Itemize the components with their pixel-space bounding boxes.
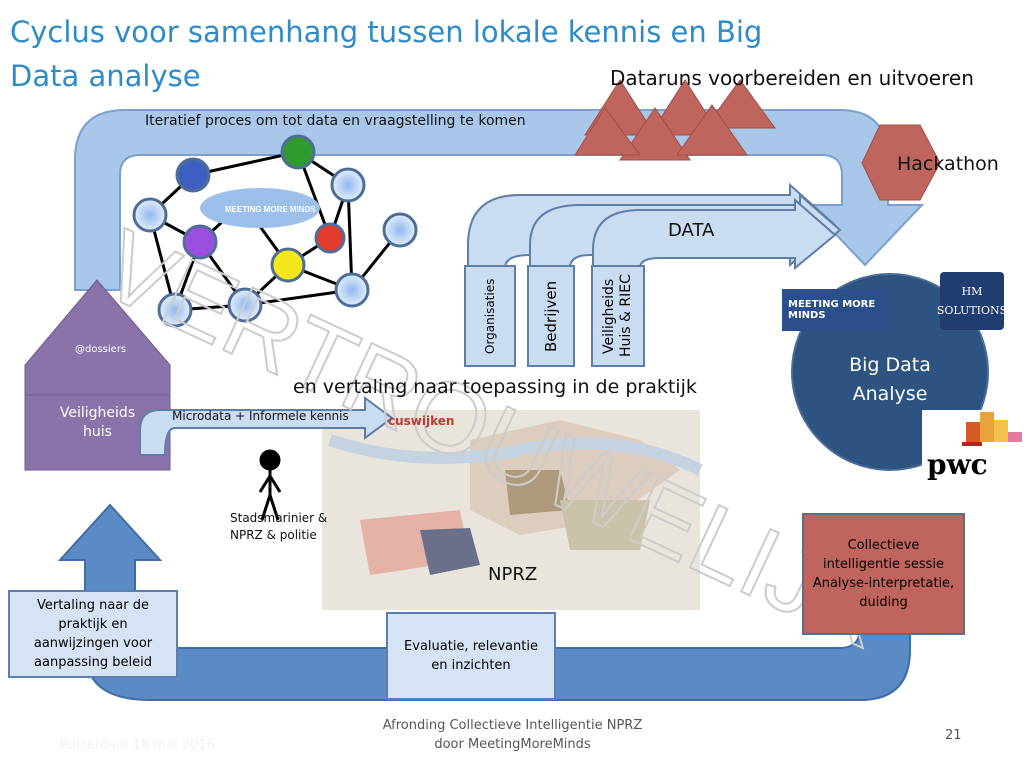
source-bedrijven: Bedrijven [527, 265, 575, 367]
source-organisaties: Organisaties [464, 265, 516, 367]
footer-center-line1: Afronding Collectieve Intelligentie NPRZ [382, 718, 643, 733]
person-label: Stadsmarinier & NPRZ & politie [230, 511, 328, 542]
network-node [175, 157, 211, 193]
network-node [382, 212, 418, 248]
footer-center-line2: door MeetingMoreMinds [434, 737, 591, 752]
network-node [270, 247, 306, 283]
hackathon-hexagon [861, 124, 941, 201]
nprz-map [322, 410, 703, 610]
translation-box: Vertaling naar de praktijk en aanwijzing… [8, 590, 178, 678]
footer-date: Rotterdam 18 mei 2016 [60, 738, 215, 753]
hackathon-label: Hackathon [897, 153, 999, 175]
meeting-more-minds-logo: MEETING MORE MINDS [782, 289, 887, 331]
data-pipes [467, 182, 842, 271]
network-node [157, 292, 193, 328]
microdata-label: Microdata + Informele kennis [172, 409, 349, 423]
network-nodes [132, 134, 418, 328]
hm-solutions-logo: HM SOLUTIONS [937, 272, 1007, 330]
footer-center: Afronding Collectieve Intelligentie NPRZ… [340, 716, 685, 754]
network-logo-text: MEETING MORE MINDS [225, 205, 316, 214]
slide-title-line1: Cyclus voor samenhang tussen lokale kenn… [10, 15, 763, 49]
microdata-arrow [139, 396, 394, 456]
house-roof-label: @dossiers [75, 344, 127, 355]
network-node [280, 134, 316, 170]
network-node [132, 197, 168, 233]
network-node [227, 287, 263, 323]
house-label: Veiligheids huis [59, 404, 136, 440]
source-veiligheidshuis-riec: Veiligheids Huis & RIEC [591, 265, 645, 367]
data-label: DATA [668, 220, 715, 241]
network-node [334, 272, 370, 308]
network-node [330, 167, 366, 203]
meeting-more-minds-logo-oval [200, 188, 320, 228]
evaluation-box: Evaluatie, relevantie en inzichten [386, 612, 556, 700]
big-data-label: Big Data Analyse [849, 354, 931, 405]
person-icon [258, 449, 282, 521]
pwc-logo: pwc [922, 410, 1024, 485]
pwc-logo-text: pwc [927, 448, 988, 481]
network-node [314, 222, 346, 254]
network-node [182, 224, 218, 260]
datarun-triangles [574, 79, 776, 161]
translation-label: en vertaling naar toepassing in de prakt… [293, 376, 697, 398]
dataruns-label: Dataruns voorbereiden en uitvoeren [610, 66, 974, 90]
nprz-label: NPRZ [488, 564, 538, 585]
slide-title-line2: Data analyse [10, 59, 201, 93]
iterative-process-label: Iteratief proces om tot data en vraagste… [145, 113, 526, 129]
page-number: 21 [945, 728, 962, 743]
collective-intelligence-box: Collectieve intelligentie sessie Analyse… [802, 513, 965, 635]
map-district-label: cuswijken [388, 414, 455, 428]
